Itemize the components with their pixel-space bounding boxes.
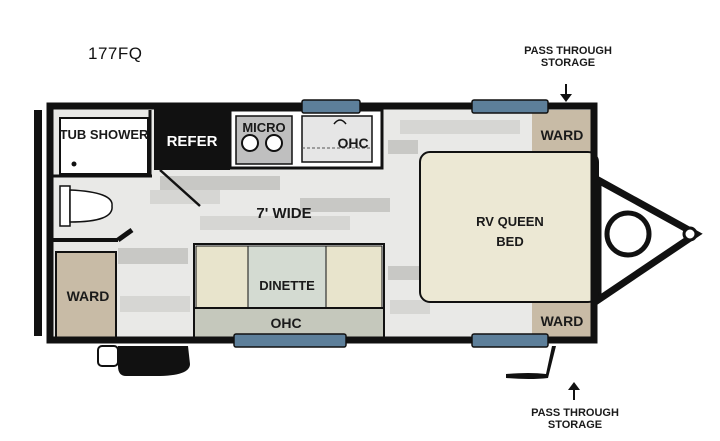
window xyxy=(471,333,549,348)
dinette xyxy=(193,243,385,339)
dinette-table xyxy=(247,245,327,309)
wardrobe-front-bottom xyxy=(532,298,592,338)
wardrobe-rear xyxy=(55,251,117,339)
window xyxy=(301,99,361,114)
entry-step xyxy=(97,345,190,376)
tub-shower-label: TUB SHOWER xyxy=(60,127,149,142)
ohc-dinette xyxy=(193,307,385,339)
window xyxy=(233,333,347,348)
hitch-jack xyxy=(604,210,652,258)
burner-icon xyxy=(241,134,259,152)
rv-queen-bed xyxy=(419,151,599,303)
burner-icon xyxy=(265,134,283,152)
refer-label: REFER xyxy=(167,133,218,150)
sink xyxy=(301,115,373,163)
toilet xyxy=(59,185,113,227)
rear-bumper xyxy=(34,110,42,336)
micro-label: MICRO xyxy=(242,120,285,135)
wardrobe-front-top xyxy=(532,110,592,154)
trailer-hitch xyxy=(594,174,703,307)
ohc-dinette-label: OHC xyxy=(270,315,301,331)
refrigerator xyxy=(154,108,230,170)
ward-front-top-label: WARD xyxy=(541,127,584,143)
bed-label-line1: RV QUEEN xyxy=(476,214,544,229)
ward-rear-label: WARD xyxy=(67,288,110,304)
ward-front-bottom-label: WARD xyxy=(541,313,584,329)
hitch-coupler xyxy=(682,226,698,242)
pass-top-line2: STORAGE xyxy=(540,57,596,69)
dinette-seat-right xyxy=(325,245,383,309)
pass-bottom-line1: PASS THROUGH xyxy=(531,407,619,419)
dinette-seat-left xyxy=(195,245,249,309)
faucet-icon xyxy=(333,119,347,125)
pass-through-storage-bottom: PASS THROUGH STORAGE xyxy=(525,407,625,431)
dinette-label: DINETTE xyxy=(259,278,315,293)
pass-bottom-line2: STORAGE xyxy=(547,419,603,431)
bed-label-line2: BED xyxy=(496,234,523,249)
tub-drain xyxy=(71,161,77,167)
width-label: 7' WIDE xyxy=(256,205,311,222)
ohc-kitchen-label: OHC xyxy=(337,135,368,151)
pass-top-line1: PASS THROUGH xyxy=(524,45,612,57)
bath-door xyxy=(159,169,201,207)
model-number: 177FQ xyxy=(88,44,143,63)
wheel-fender xyxy=(506,346,556,379)
window xyxy=(471,99,549,114)
kitchen-counter xyxy=(228,108,384,170)
pass-through-storage-top: PASS THROUGH STORAGE xyxy=(518,45,618,69)
